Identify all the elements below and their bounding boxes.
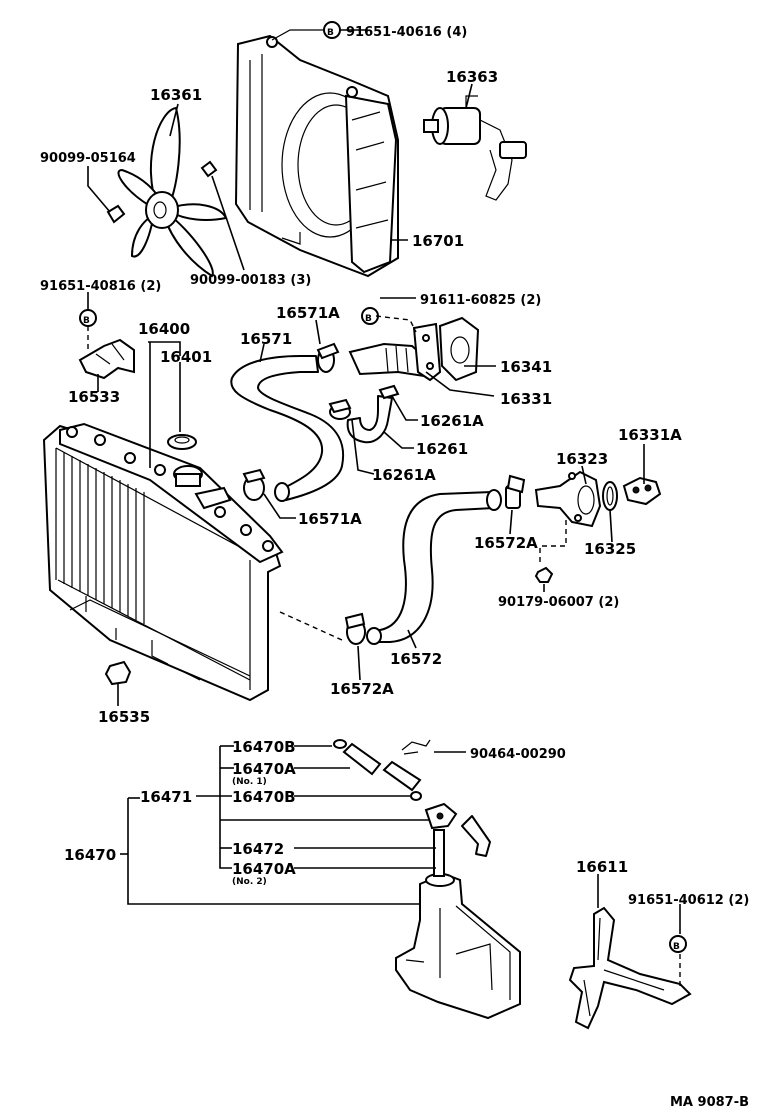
reserve-tank-hose-no1 <box>342 742 422 792</box>
bolt-symbol-bracket: B <box>79 309 97 327</box>
thermostat <box>622 476 662 506</box>
label-bolt-90099-05164: 90099-05164 <box>40 151 136 166</box>
drain-cock <box>104 660 132 686</box>
label-bolt-91651-40612: 91651-40612 (2) <box>628 893 749 908</box>
label-16470B-first: 16470B <box>232 738 296 756</box>
radiator-support-bracket <box>78 338 135 380</box>
radiator-cap <box>167 434 197 450</box>
label-16470: 16470 <box>64 846 116 864</box>
hose-clamp-upper <box>316 342 340 373</box>
label-16323: 16323 <box>556 450 608 468</box>
lower-hose-clamp-bottom <box>344 612 366 645</box>
label-16261A-bottom: 16261A <box>372 466 436 484</box>
label-bolt-90099-00183: 90099-00183 (3) <box>190 273 311 288</box>
bolt-symbol-top: B <box>323 21 341 39</box>
label-16331: 16331 <box>500 390 552 408</box>
label-16363: 16363 <box>446 68 498 86</box>
diagram-reference-code: MA 9087-B <box>670 1095 749 1110</box>
label-16533: 16533 <box>68 388 120 406</box>
lower-radiator-hose <box>366 489 502 645</box>
label-16572A-top: 16572A <box>474 534 538 552</box>
svg-text:B: B <box>673 942 680 952</box>
label-16535: 16535 <box>98 708 150 726</box>
label-16572: 16572 <box>390 650 442 668</box>
reserve-tank <box>395 872 521 1020</box>
label-16470A-first: 16470A <box>232 760 296 778</box>
label-16470B-second: 16470B <box>232 788 296 806</box>
label-no1: (No. 1) <box>232 777 267 787</box>
svg-text:B: B <box>327 28 334 38</box>
lower-hose-clamp-top <box>505 474 526 509</box>
water-inlet <box>534 470 602 528</box>
label-16471: 16471 <box>140 788 192 806</box>
label-16400: 16400 <box>138 320 190 338</box>
label-16261A-top: 16261A <box>420 412 484 430</box>
label-16341: 16341 <box>500 358 552 376</box>
label-16571: 16571 <box>240 330 292 348</box>
hose-clamp-lower <box>242 468 266 501</box>
label-16572A-bottom: 16572A <box>330 680 394 698</box>
reserve-tank-hose-no2 <box>461 815 491 857</box>
reserve-tank-stay <box>568 906 692 1030</box>
label-16470A-second: 16470A <box>232 860 296 878</box>
water-outlet-gasket <box>438 316 480 382</box>
leader-lines <box>87 29 681 990</box>
label-16571A-top: 16571A <box>276 304 340 322</box>
label-bolt-91651-40616: 91651-40616 (4) <box>346 25 467 40</box>
reserve-tank-cap <box>424 802 458 830</box>
svg-text:B: B <box>83 316 90 326</box>
svg-text:B: B <box>365 314 372 324</box>
shroud-screw <box>200 160 218 178</box>
label-16472: 16472 <box>232 840 284 858</box>
bypass-hose <box>346 395 393 444</box>
label-16571A-bottom: 16571A <box>298 510 362 528</box>
label-16261: 16261 <box>416 440 468 458</box>
upper-radiator-hose <box>230 355 345 502</box>
label-bolt-90179-06007: 90179-06007 (2) <box>498 595 619 610</box>
label-no2: (No. 2) <box>232 877 267 887</box>
inlet-nut <box>534 566 554 583</box>
reserve-tank-pipe <box>433 829 445 877</box>
bolt-symbol-stay: B <box>669 935 687 953</box>
fan-motor <box>423 95 527 201</box>
water-outlet <box>348 322 442 382</box>
bolt-symbol-outlet: B <box>361 307 379 325</box>
label-16611: 16611 <box>576 858 628 876</box>
radiator <box>42 422 284 702</box>
hose-clip <box>401 739 431 755</box>
label-bolt-91651-40816: 91651-40816 (2) <box>40 279 161 294</box>
fan-bolt <box>106 204 126 224</box>
label-16325: 16325 <box>584 540 636 558</box>
reserve-tank-hose-clamp <box>333 739 422 801</box>
fan-shroud <box>234 34 399 278</box>
label-16701: 16701 <box>412 232 464 250</box>
part-labels: 91651-40616 (4) 16363 16361 90099-05164 … <box>40 25 749 1110</box>
cooling-fan <box>117 106 228 278</box>
label-bolt-91611-60825: 91611-60825 (2) <box>420 293 541 308</box>
label-16401: 16401 <box>160 348 212 366</box>
bypass-hose-clamp-bottom <box>328 398 352 420</box>
label-16361: 16361 <box>150 86 202 104</box>
thermostat-gasket <box>602 481 618 511</box>
label-16331A: 16331A <box>618 426 682 444</box>
label-clip-90464-00290: 90464-00290 <box>470 747 566 762</box>
bypass-hose-clamp-top <box>378 384 400 400</box>
